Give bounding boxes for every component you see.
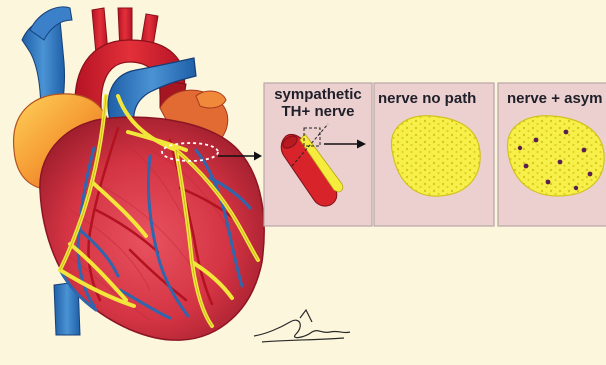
label-sympathetic: sympathetic (266, 87, 370, 103)
artist-signature (254, 310, 350, 342)
heart-illustration (14, 7, 265, 340)
label-nerve-no-path: nerve no path (378, 91, 476, 107)
label-th-nerve: TH+ nerve (266, 104, 370, 120)
label-nerve-asym: nerve + asym (507, 91, 603, 107)
left-auricle (196, 91, 226, 108)
